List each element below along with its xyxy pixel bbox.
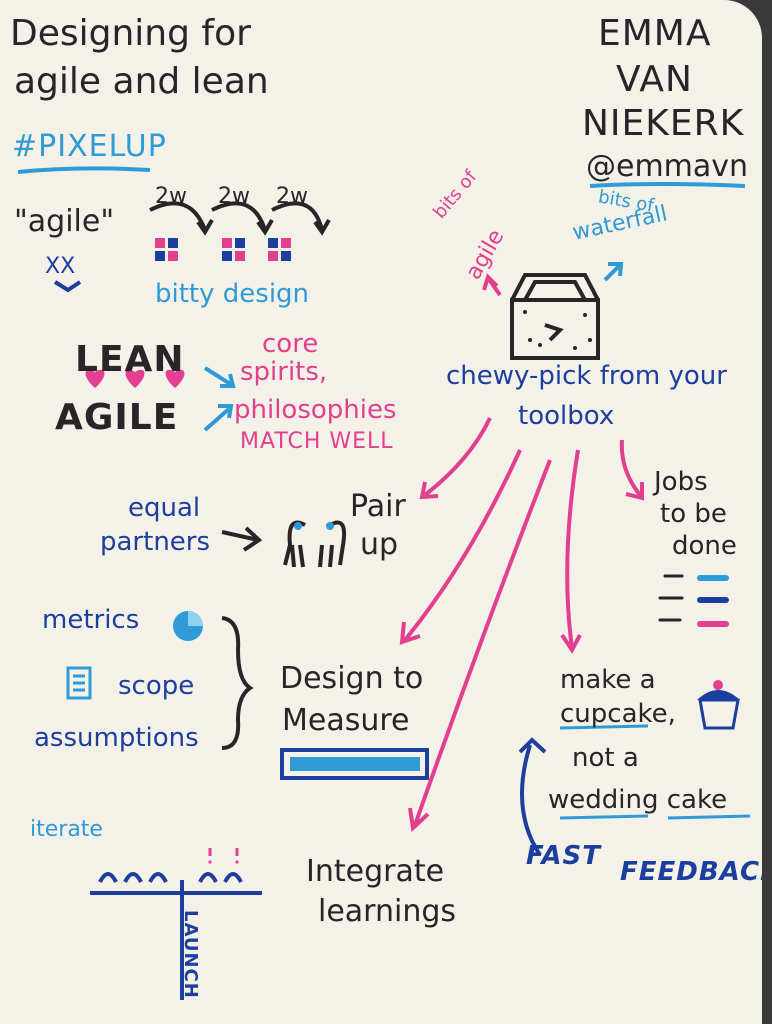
- title-line-1: Designing for: [10, 13, 251, 54]
- design-measure-line-1: Design to: [280, 661, 424, 696]
- cupcake-line-1: make a: [560, 665, 656, 695]
- brace-icon: [221, 616, 254, 750]
- metrics-label: metrics: [42, 605, 140, 635]
- document-icon: [66, 666, 92, 700]
- xx-mark: XX: [45, 254, 76, 279]
- speaker-last-name: NIEKERK: [582, 103, 745, 144]
- launch-label: LAUNCH: [180, 910, 201, 999]
- iterate-diagram-icon: [90, 872, 262, 1000]
- pair-up-line-2: up: [360, 527, 399, 562]
- speaker-handle: @emmavn: [586, 149, 749, 184]
- toolbox-icon: [510, 273, 600, 360]
- core-line-1: core: [262, 329, 319, 359]
- feedback-label: FEEDBACK: [620, 857, 762, 887]
- design-measure-line-2: Measure: [282, 703, 410, 738]
- equal-partners-line-2: partners: [100, 527, 211, 557]
- toolbox-line-2: toolbox: [518, 401, 615, 431]
- jobs-line-2: to be: [660, 499, 727, 529]
- feedback-loop-arrow: [520, 744, 542, 857]
- jobs-line-1: Jobs: [654, 467, 708, 497]
- scope-label: scope: [118, 671, 195, 701]
- title-line-2: agile and lean: [14, 61, 269, 102]
- iterate-label: iterate: [30, 817, 103, 842]
- cupcake-line-3: not a: [572, 743, 639, 773]
- core-line-4: MATCH WELL: [240, 429, 394, 454]
- agile-quote: "agile": [14, 204, 115, 239]
- handle-underline: [589, 182, 746, 188]
- core-line-2: spirits,: [240, 357, 328, 387]
- sprint-label-1: 2w: [155, 184, 187, 209]
- jobs-line-3: done: [672, 531, 737, 561]
- bitty-design: bitty design: [155, 279, 310, 309]
- sprint-label-3: 2w: [276, 184, 308, 209]
- hashtag-underline: [17, 166, 151, 174]
- pair-up-line-1: Pair: [350, 489, 406, 524]
- pair-up-figures-icon: [283, 520, 347, 568]
- core-line-3: philosophies: [234, 395, 397, 425]
- fast-label: FAST: [526, 841, 601, 871]
- cupcake-icon: [697, 680, 740, 730]
- cupcake-line-4: wedding cake: [548, 785, 728, 815]
- integrate-line-1: Integrate: [306, 854, 445, 889]
- hashtag: #PIXELUP: [12, 129, 167, 164]
- integrate-line-2: learnings: [318, 894, 457, 929]
- sprint-arrows-icon: [149, 201, 331, 236]
- bitty-design-squares-icon: [155, 238, 291, 261]
- lean-label: LEAN: [75, 339, 185, 380]
- jobs-bars-icon: [658, 574, 729, 627]
- assumptions-label: assumptions: [34, 723, 199, 753]
- sprint-label-2: 2w: [218, 184, 250, 209]
- toolbox-line-1: chewy-pick from your: [446, 361, 727, 391]
- speaker-first-name: EMMA: [598, 13, 712, 54]
- toolbox-arrows: [399, 417, 644, 833]
- speaker-middle-name: VAN: [616, 59, 693, 100]
- hearts-icon: [85, 369, 185, 388]
- equal-partners-line-1: equal: [128, 493, 201, 523]
- ruler-icon: [280, 748, 429, 780]
- agile-caps-label: AGILE: [55, 397, 179, 438]
- cupcake-line-2: cupcake,: [560, 699, 676, 729]
